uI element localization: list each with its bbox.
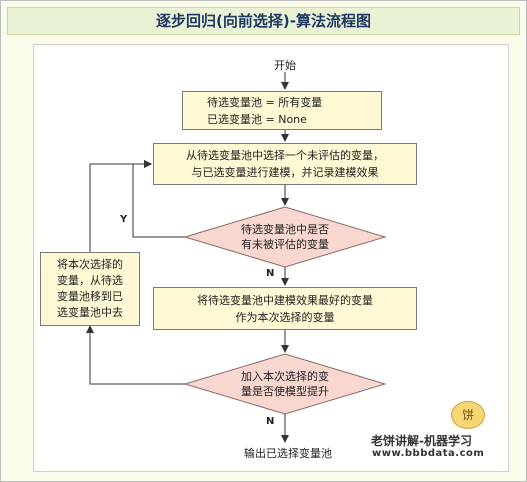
move-variable-line-2: 变量，从待选 [57, 274, 123, 287]
loop-step-line-2: 与已选变量进行建模，并记录建模效果 [191, 166, 379, 179]
move-variable-line-3: 变量池移到已 [57, 290, 123, 303]
select-best-line-1: 将待选变量池中建模效果最好的变量 [197, 293, 373, 307]
select-best-line-2: 作为本次选择的变量 [235, 310, 335, 324]
decision-unevaluated-line-2: 有未被评估的变量 [241, 238, 329, 251]
watermark-line-2: www.bbbdata.com [372, 448, 485, 459]
arrow-improve-to-move [86, 325, 185, 385]
init-line-1: 待选变量池 = 所有变量 [207, 95, 323, 109]
title-bar: 逐步回归(向前选择)-算法流程图 [7, 7, 520, 35]
move-variable-line-1: 将本次选择的 [57, 258, 123, 271]
watermark-logo-icon: 饼 [451, 401, 485, 429]
init-box: 待选变量池 = 所有变量 已选变量池 = None [182, 91, 382, 130]
move-variable-box: 将本次选择的 变量，从待选 变量池移到已 选变量池中去 [40, 252, 140, 326]
move-variable-line-4: 选变量池中去 [57, 306, 123, 319]
end-node: 输出已选择变量池 [244, 447, 332, 460]
diagram-title: 逐步回归(向前选择)-算法流程图 [156, 12, 371, 30]
decision-unevaluated-line-1: 待选变量池中是否 [241, 223, 329, 236]
select-best-box: 将待选变量池中建模效果最好的变量 作为本次选择的变量 [153, 287, 417, 330]
decision-diamond-unevaluated [183, 206, 387, 268]
edge-label-yes: Y [120, 214, 128, 225]
init-line-2: 已选变量池 = None [207, 112, 307, 126]
arrow-move-to-loop [89, 160, 152, 252]
decision-unevaluated-text: 待选变量池中是否 有未被评估的变量 [225, 222, 345, 252]
loop-step-line-1: 从待选变量池中选择一个未评估的变量， [186, 149, 384, 162]
start-node: 开始 [274, 59, 296, 72]
edge-label-no-1: N [266, 268, 275, 279]
decision-improve-line-1: 加入本次选择的变 [241, 370, 329, 383]
loop-step-box: 从待选变量池中选择一个未评估的变量， 与已选变量进行建模，并记录建模效果 [153, 143, 417, 185]
edge-label-no-2: N [266, 416, 275, 427]
decision-improve-line-2: 量是否使模型提升 [241, 385, 329, 398]
decision-diamond-improve [183, 353, 387, 415]
decision-improve-text: 加入本次选择的变 量是否使模型提升 [225, 369, 345, 399]
watermark-line-1: 老饼讲解-机器学习 [371, 434, 472, 448]
